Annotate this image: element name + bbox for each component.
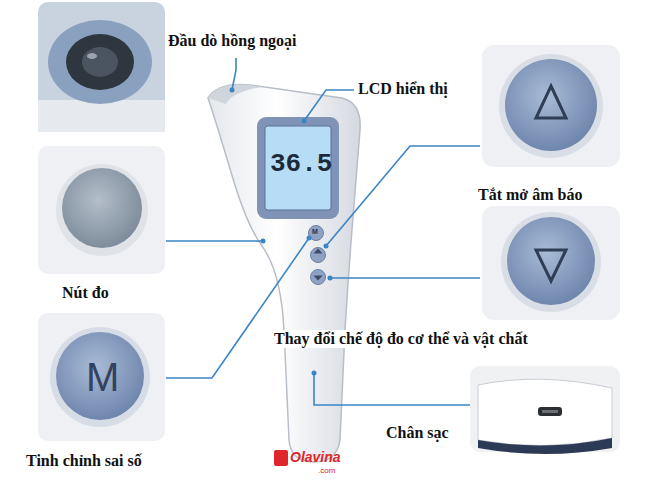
m-button-inset [38, 313, 165, 441]
part-label: Tinh chỉnh sai số [26, 452, 142, 470]
watermark: Olavina [290, 449, 341, 465]
button-letter: M [86, 354, 119, 400]
up-button-inset [482, 45, 620, 167]
down-button-inset [482, 206, 620, 320]
part-label: Đầu dò hồng ngoại [168, 32, 297, 50]
logo-mark [274, 450, 288, 466]
measure-button-inset [38, 146, 165, 274]
probe-inset [38, 2, 165, 132]
part-label: Chân sạc [386, 424, 449, 442]
watermark: .com [318, 466, 335, 475]
part-label: Nút đo [62, 284, 109, 302]
part-label: LCD hiển thị [358, 80, 448, 98]
leader-lines [166, 58, 480, 405]
display-reading: 36.5 [270, 150, 332, 180]
part-label: Tắt mở âm báo [478, 186, 582, 204]
button-letter: M [312, 228, 318, 236]
part-label: Thay đổi chế độ đo cơ thể và vật chất [272, 330, 530, 348]
charging-port-inset [470, 366, 620, 454]
